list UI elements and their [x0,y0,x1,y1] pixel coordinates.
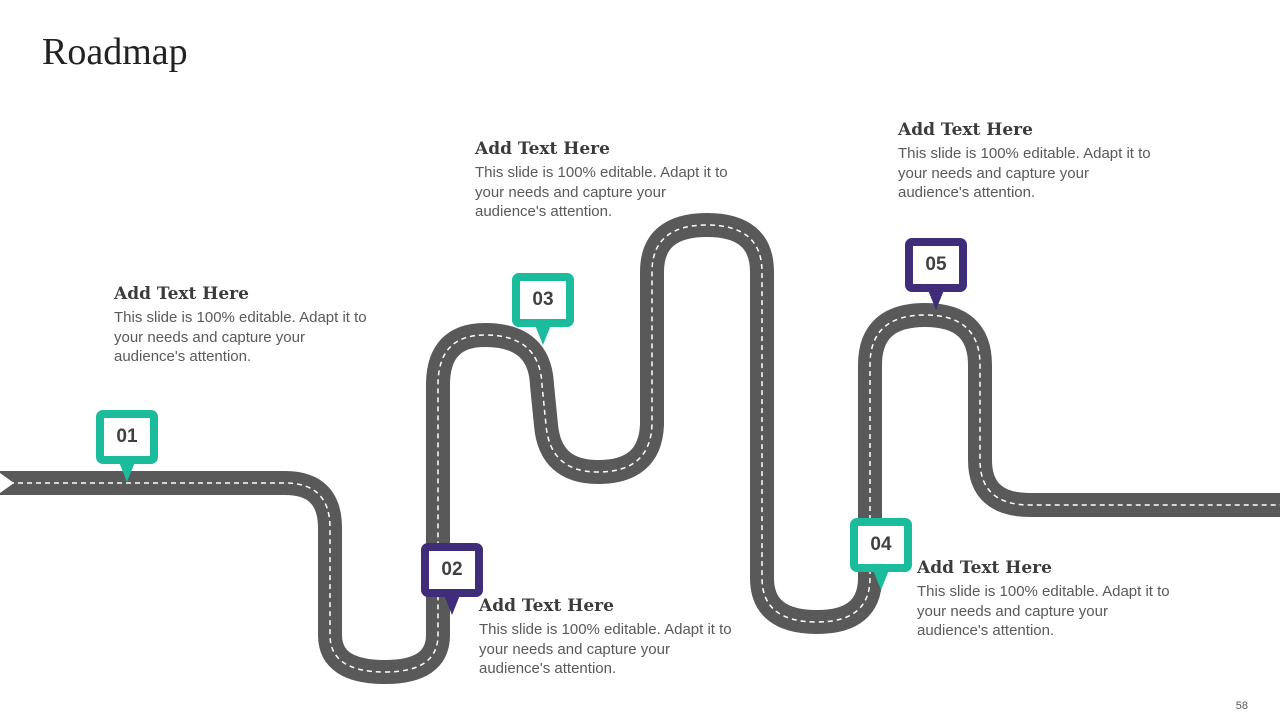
road-start-notch [0,473,14,493]
text-block-2: Add Text Here This slide is 100% editabl… [479,596,749,679]
marker-label: 04 [850,518,912,572]
marker-pointer [928,290,944,310]
text-block-1: Add Text Here This slide is 100% editabl… [114,284,384,367]
milestone-marker-01: 01 [96,410,158,482]
block-heading: Add Text Here [475,139,610,159]
text-block-3: Add Text Here This slide is 100% editabl… [475,139,745,222]
marker-label: 02 [421,543,483,597]
block-body: This slide is 100% editable. Adapt it to… [917,583,1170,639]
marker-label: 03 [512,273,574,327]
block-body: This slide is 100% editable. Adapt it to… [475,164,728,220]
milestone-marker-02: 02 [421,543,483,615]
milestone-marker-04: 04 [850,518,912,590]
text-block-4: Add Text Here This slide is 100% editabl… [917,558,1187,641]
page-number: 58 [1235,700,1248,712]
block-heading: Add Text Here [898,120,1033,140]
marker-pointer [444,595,460,615]
block-heading: Add Text Here [479,596,614,616]
block-heading: Add Text Here [114,284,249,304]
marker-label: 01 [96,410,158,464]
marker-pointer [873,570,889,590]
marker-label: 05 [905,238,967,292]
block-body: This slide is 100% editable. Adapt it to… [898,145,1151,201]
block-heading: Add Text Here [917,558,1052,578]
road-surface [0,213,1280,684]
milestone-marker-03: 03 [512,273,574,345]
milestone-marker-05: 05 [905,238,967,310]
slide-title: Roadmap [42,31,188,73]
block-body: This slide is 100% editable. Adapt it to… [114,309,367,365]
text-block-5: Add Text Here This slide is 100% editabl… [898,120,1168,203]
marker-pointer [119,462,135,482]
block-body: This slide is 100% editable. Adapt it to… [479,621,732,677]
marker-pointer [535,325,551,345]
